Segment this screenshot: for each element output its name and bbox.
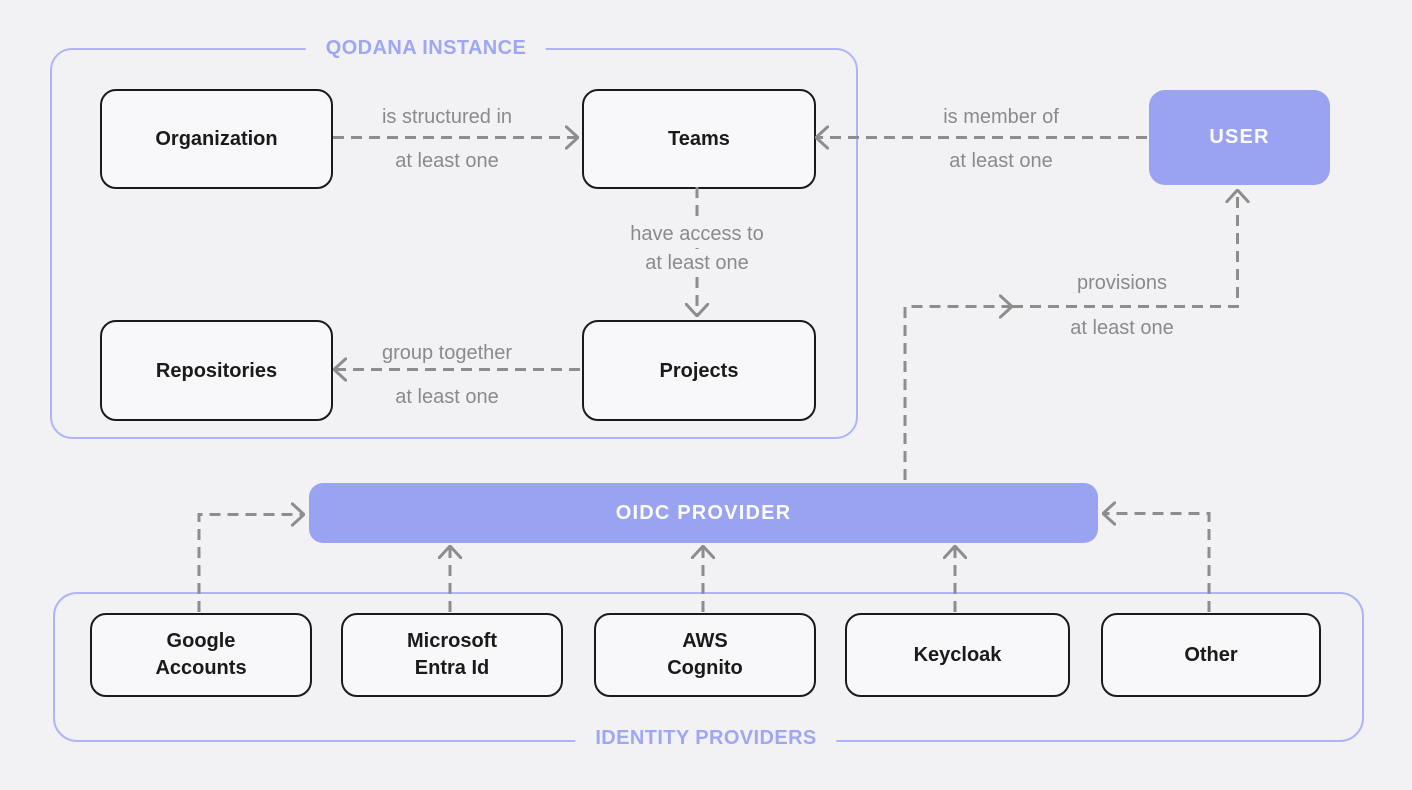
google-accounts-node: Google Accounts [90, 613, 312, 697]
repositories-label: Repositories [155, 359, 278, 382]
aws-cognito-label-line2: Cognito [667, 657, 743, 679]
aws-cognito-label-line1: AWS [682, 630, 728, 652]
keycloak-node: Keycloak [845, 613, 1070, 697]
repositories-node: Repositories [100, 320, 333, 421]
qodana-instance-title: QODANA INSTANCE [305, 34, 547, 62]
teams-projects-edge-label-line1: have access to [622, 220, 772, 248]
projects-node: Projects [582, 320, 816, 421]
aws-cognito-node: AWS Cognito [594, 613, 816, 697]
organization-label: Organization [155, 128, 278, 150]
oidc-user-edge-label-line2: at least one [1070, 317, 1174, 339]
teams-label: Teams [668, 128, 730, 150]
organization-node: Organization [100, 89, 333, 189]
teams-projects-edge-label-line2: at least one [637, 249, 757, 277]
microsoft-entra-label-line2: Entra Id [414, 657, 490, 679]
projects-label: Projects [659, 359, 739, 382]
projects-repos-edge-label-line1: group together [381, 342, 513, 364]
oidc-provider-node: OIDC PROVIDER [309, 483, 1098, 543]
oidc-provider-label: OIDC PROVIDER [615, 501, 792, 524]
org-teams-edge-label-line2: at least one [395, 150, 499, 172]
edge-oidc-user-segment1 [903, 307, 1012, 480]
projects-repos-edge-label-line2: at least one [395, 386, 499, 408]
microsoft-entra-node: Microsoft Entra Id [341, 613, 563, 697]
user-teams-edge-label-line2: at least one [949, 150, 1053, 172]
google-accounts-label-line1: Google [166, 630, 236, 652]
org-teams-edge-label-line1: is structured in [381, 106, 513, 128]
oidc-user-edge-label-line1: provisions [1076, 272, 1168, 294]
other-provider-node: Other [1101, 613, 1321, 697]
identity-providers-title: IDENTITY PROVIDERS [575, 724, 837, 752]
other-provider-label: Other [1184, 644, 1238, 666]
teams-node: Teams [582, 89, 816, 189]
user-node: USER [1149, 90, 1330, 185]
user-teams-edge-label-line1: is member of [943, 106, 1059, 128]
microsoft-entra-label-line1: Microsoft [407, 630, 497, 652]
keycloak-label: Keycloak [913, 644, 1002, 666]
user-label: USER [1209, 126, 1270, 148]
google-accounts-label-line2: Accounts [155, 657, 247, 679]
